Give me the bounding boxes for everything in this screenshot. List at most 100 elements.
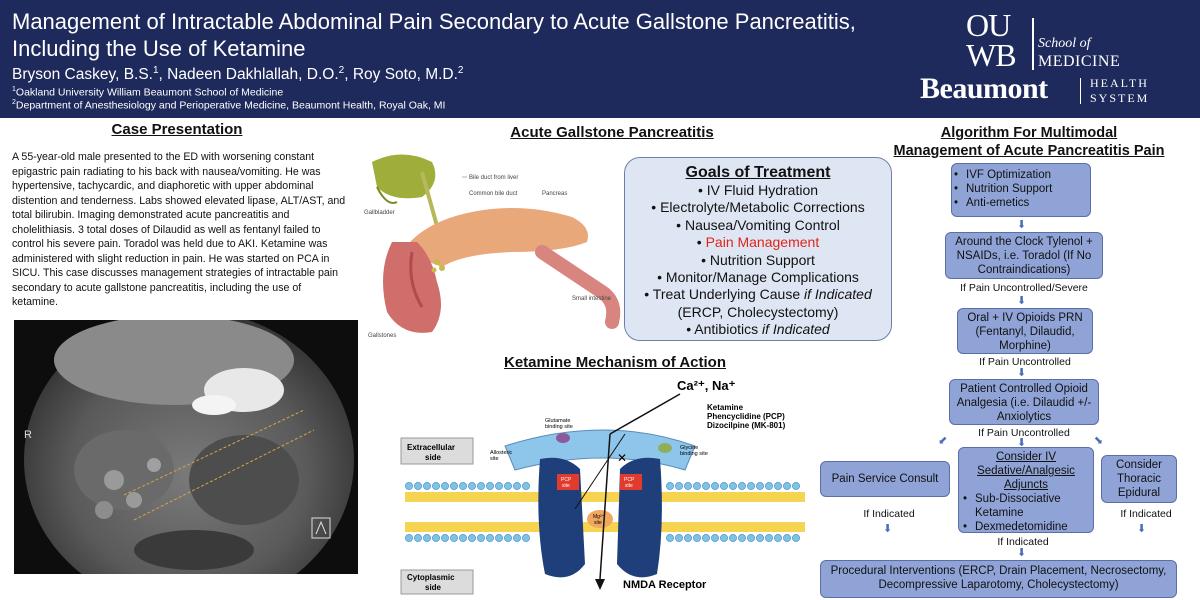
glycine-label: Glycine bbox=[680, 445, 698, 451]
mg-site-label: site bbox=[594, 520, 602, 526]
lipid-head bbox=[693, 534, 701, 542]
lipid-head bbox=[765, 482, 773, 490]
goal-text: Nausea/Vomiting Control bbox=[684, 216, 840, 233]
lipid-head bbox=[513, 534, 521, 542]
lipid-head bbox=[468, 482, 476, 490]
logo-health: HEALTH bbox=[1090, 76, 1149, 90]
case-line: cholelithiasis. 3 total doses of Dilaudi… bbox=[12, 223, 321, 236]
beaumont-logo: Beaumont bbox=[920, 72, 1048, 105]
extracellular-label: Extracellular bbox=[407, 443, 455, 452]
affiliation: 1Oakland University William Beaumont Sch… bbox=[12, 86, 283, 99]
glycine-label: binding site bbox=[680, 451, 708, 457]
affiliation-text: Department of Anesthesiology and Periope… bbox=[15, 99, 446, 112]
pcp-site-label: site bbox=[625, 483, 633, 489]
goal-text-highlight: Pain Management bbox=[705, 234, 820, 251]
lipid-head bbox=[414, 534, 422, 542]
lipid-head bbox=[720, 482, 728, 490]
algo-condition: If Pain Uncontrolled bbox=[978, 427, 1070, 439]
ketamine-heading: Ketamine Mechanism of Action bbox=[504, 354, 726, 371]
lipid-head bbox=[495, 534, 503, 542]
down-arrow-icon: ⬇ bbox=[1017, 219, 1027, 231]
lipid-head bbox=[729, 534, 737, 542]
drug-label: Dizocilpine (MK-801) bbox=[707, 421, 786, 430]
goal-item: • Treat Underlying Cause if Indicated bbox=[644, 286, 872, 303]
case-line: A 55-year-old male presented to the ED w… bbox=[12, 151, 315, 163]
ct-scan-drawing: R bbox=[14, 320, 358, 574]
lipid-head bbox=[450, 534, 458, 542]
drug-label: Ketamine bbox=[707, 403, 744, 412]
lipid-head bbox=[756, 534, 764, 542]
label-small-intestine: Small intestine bbox=[572, 296, 612, 302]
allosteric-label: site bbox=[490, 456, 499, 462]
case-line: total bilirubin. Imaging demonstrated ac… bbox=[12, 209, 290, 221]
nmda-receptor-diagram: ✕ Ca²⁺, Na⁺ Ketamine Phencyclidine (PCP)… bbox=[395, 374, 815, 598]
logo-divider bbox=[1032, 18, 1034, 70]
algo-step-opioids: Oral + IV Opioids PRN (Fentanyl, Dilaudi… bbox=[957, 308, 1093, 354]
label-pancreas: Pancreas bbox=[542, 191, 567, 197]
lipid-head bbox=[711, 534, 719, 542]
goal-text: IV Fluid Hydration bbox=[706, 182, 819, 198]
logo-system: SYSTEM bbox=[1090, 91, 1150, 105]
algo-condition: If Indicated bbox=[997, 536, 1049, 548]
author-sup: 1 bbox=[152, 65, 159, 76]
pcp-site-label: PCP bbox=[624, 477, 635, 483]
affiliation: 2Department of Anesthesiology and Periop… bbox=[12, 99, 445, 112]
lipid-head bbox=[702, 534, 710, 542]
algo-condition: If Indicated bbox=[1120, 508, 1172, 520]
ion-label: Ca²⁺, Na⁺ bbox=[677, 378, 736, 393]
affiliation-text: Oakland University William Beaumont Scho… bbox=[15, 86, 284, 99]
case-line: distention and tenderness. Labs showed e… bbox=[12, 194, 346, 207]
goal-item: • Nutrition Support bbox=[701, 251, 815, 268]
cytoplasmic-label: side bbox=[425, 583, 442, 592]
goal-text: Treat Underlying Cause bbox=[652, 286, 805, 303]
lipid-head bbox=[792, 482, 800, 490]
lipid-head bbox=[495, 482, 503, 490]
algo-step-supportive: IVF Optimization Nutrition Support Anti-… bbox=[951, 163, 1091, 217]
lipid-head bbox=[423, 482, 431, 490]
down-arrow-icon: ⬇ bbox=[1017, 547, 1027, 559]
logo-medicine: MEDICINE bbox=[1038, 53, 1121, 70]
label-common-bile-duct: Common bile duct bbox=[469, 191, 518, 197]
lipid-head bbox=[522, 534, 530, 542]
logo-ou: OU bbox=[966, 7, 1011, 43]
glutamate-label: binding site bbox=[545, 424, 573, 430]
algo-step-adjuncts: Consider IV Sedative/Analgesic Adjuncts … bbox=[958, 447, 1094, 534]
goal-item: • Electrolyte/Metabolic Corrections bbox=[651, 199, 865, 216]
lipid-head bbox=[405, 482, 413, 490]
lipid-head bbox=[729, 482, 737, 490]
case-line: hypertensive, tachycardic, and diaphoret… bbox=[12, 180, 314, 192]
lipid-head bbox=[477, 482, 485, 490]
case-line: SICU. This case discusses management str… bbox=[12, 267, 339, 279]
lipid-head bbox=[693, 482, 701, 490]
lipid-head bbox=[756, 482, 764, 490]
algo-step-pain-service: Pain Service Consult bbox=[820, 461, 950, 497]
case-line: control his severe pain. Toradol was hel… bbox=[12, 238, 328, 250]
lipid-head bbox=[459, 534, 467, 542]
label-gallbladder: Gallbladder bbox=[364, 210, 395, 216]
case-line: administered with slight reduction in pa… bbox=[12, 252, 330, 265]
label-gallstones: Gallstones bbox=[368, 333, 396, 339]
down-arrow-icon: ⬇ bbox=[1017, 295, 1027, 307]
lipid-head bbox=[405, 534, 413, 542]
lipid-head bbox=[441, 534, 449, 542]
algo-step-procedural: Procedural Interventions (ERCP, Drain Pl… bbox=[820, 560, 1177, 598]
goal-text: Monitor/Manage Complications bbox=[665, 269, 859, 286]
lipid-head bbox=[504, 534, 512, 542]
adjuncts-title: Consider IV Sedative/Analgesic Adjuncts bbox=[977, 451, 1075, 491]
affiliation-sup: 1 bbox=[12, 86, 16, 93]
author-name: Roy Soto, M.D. bbox=[352, 66, 458, 84]
goal-qualifier: if Indicated bbox=[804, 286, 872, 303]
lipid-head bbox=[441, 482, 449, 490]
goal-item: • Pain Management bbox=[696, 234, 820, 251]
lipid-head bbox=[504, 482, 512, 490]
down-arrow-icon: ⬇ bbox=[1137, 523, 1147, 535]
goals-of-treatment-box: Goals of Treatment • IV Fluid Hydration … bbox=[624, 157, 892, 341]
lipid-head bbox=[432, 482, 440, 490]
lipid-head bbox=[414, 482, 422, 490]
allosteric-label: Allosteric bbox=[490, 450, 513, 456]
algo-bullet: IVF Optimization bbox=[952, 168, 1090, 182]
lipid-head bbox=[675, 534, 683, 542]
algorithm-heading: Algorithm For Multimodal Management of A… bbox=[878, 124, 1180, 160]
lipid-head bbox=[450, 482, 458, 490]
algo-bullet: Sub-Dissociative Ketamine bbox=[961, 492, 1091, 520]
